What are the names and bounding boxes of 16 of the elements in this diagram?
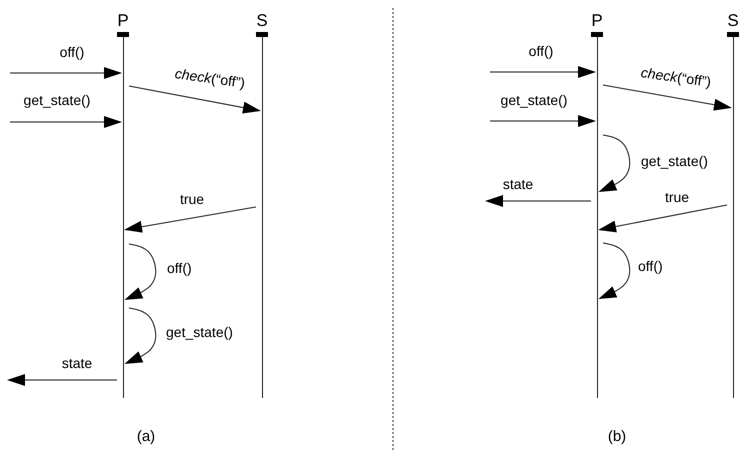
message-label: off() [528, 43, 554, 59]
message-label: get_state() [22, 92, 92, 108]
panel-caption: (a) [136, 428, 156, 446]
message-label: off() [166, 260, 193, 276]
message-arrow [485, 195, 592, 207]
message-label: off() [58, 44, 86, 60]
panel-caption: (b) [608, 428, 626, 446]
lifeline-name: P [591, 12, 603, 30]
message-label: get_state() [640, 153, 709, 169]
lifeline-name: S [727, 12, 739, 30]
message-label: get_state() [165, 324, 234, 340]
lifeline-name: P [117, 12, 129, 30]
message-arrow [7, 374, 118, 386]
message-label: off() [637, 258, 664, 274]
lifeline-name: S [256, 12, 268, 30]
message-label: get_state() [500, 92, 568, 108]
